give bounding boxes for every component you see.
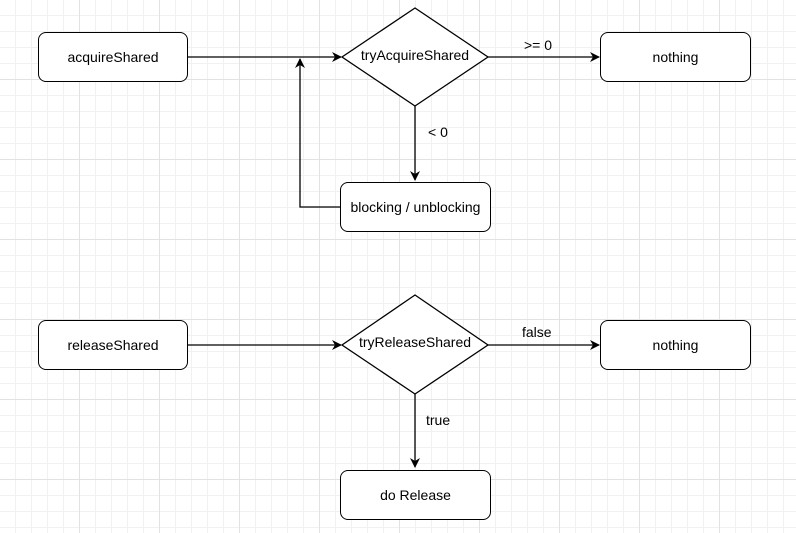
edge-label-fail-condition: < 0 bbox=[428, 124, 448, 140]
node-blocking-unblocking-label: blocking / unblocking bbox=[350, 199, 481, 215]
node-release-shared-label: releaseShared bbox=[67, 337, 159, 353]
decision-try-release-shared bbox=[340, 294, 490, 395]
node-release-nothing-label: nothing bbox=[652, 337, 699, 353]
node-acquire-shared: acquireShared bbox=[38, 32, 188, 82]
node-blocking-unblocking: blocking / unblocking bbox=[340, 182, 491, 232]
edge-label-true-condition: true bbox=[426, 412, 451, 428]
node-release-shared: releaseShared bbox=[38, 320, 188, 370]
edge-label-false-condition: false bbox=[522, 324, 552, 340]
node-do-release: do Release bbox=[340, 470, 491, 520]
decision-try-acquire-shared-label: tryAcquireShared bbox=[360, 47, 470, 63]
node-release-nothing: nothing bbox=[600, 320, 751, 370]
node-acquire-nothing-label: nothing bbox=[652, 49, 699, 65]
edge-label-success-condition: >= 0 bbox=[524, 37, 553, 53]
decision-try-release-shared-label: tryReleaseShared bbox=[358, 334, 472, 350]
decision-try-acquire-shared bbox=[340, 7, 490, 107]
node-do-release-label: do Release bbox=[380, 487, 451, 503]
node-acquire-shared-label: acquireShared bbox=[67, 49, 159, 65]
node-acquire-nothing: nothing bbox=[600, 32, 751, 82]
edge-retry-loop bbox=[295, 58, 341, 208]
